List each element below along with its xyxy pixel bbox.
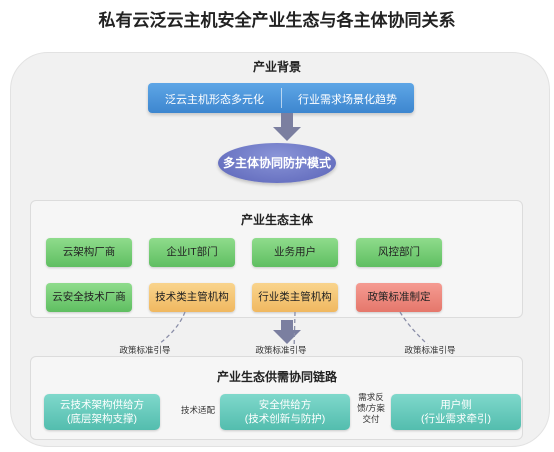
entity-industry-authority: 行业类主管机构 [252, 283, 338, 312]
arrow-stem-middle [281, 320, 293, 332]
entities-heading: 产业生态主体 [240, 213, 313, 227]
background-divider [281, 88, 282, 108]
chain-node-cloud-supplier-line1: 云技术架构供给方 [60, 399, 144, 411]
chain-node-security-supplier-line1: 安全供给方 [258, 399, 312, 411]
diagram-title: 私有云泛云主机安全产业生态与各主体协同关系 [98, 11, 456, 30]
collaborative-defense-mode: 多主体协同防护模式 [218, 143, 336, 183]
arrow-stem-top [281, 113, 293, 127]
chain-heading: 产业生态供需协同链路 [216, 370, 337, 384]
entity-policy-standards: 政策标准制定 [356, 283, 442, 312]
link-demand-feedback: 需求反 馈/方案 交付 [352, 392, 390, 425]
entity-cloud-security-vendor: 云安全技术厂商 [46, 283, 132, 312]
policy-label-right: 政策标准引导 [397, 344, 463, 356]
entity-tech-authority: 技术类主管机构 [149, 283, 235, 312]
chain-node-cloud-supplier: 云技术架构供给方 (底层架构支撑) [44, 394, 160, 430]
link-demand-feedback-line1: 需求反 [358, 392, 384, 402]
policy-label-middle: 政策标准引导 [248, 344, 314, 356]
background-heading: 产业背景 [252, 60, 301, 74]
entity-enterprise-it: 企业IT部门 [149, 238, 235, 267]
link-demand-feedback-line2: 馈/方案 [357, 403, 385, 413]
chain-node-user-side: 用户侧 (行业需求牵引) [391, 394, 521, 430]
background-item-scenario-trend: 行业需求场景化趋势 [298, 94, 397, 106]
arrow-down-icon [273, 127, 301, 141]
chain-node-security-supplier-line2: (技术创新与防护) [244, 413, 326, 425]
chain-node-cloud-supplier-line2: (底层架构支撑) [67, 413, 137, 425]
chain-node-user-side-line2: (行业需求牵引) [421, 413, 491, 425]
entity-risk-control: 风控部门 [356, 238, 442, 267]
entity-business-users: 业务用户 [252, 238, 338, 267]
chain-node-user-side-line1: 用户侧 [440, 399, 472, 411]
link-demand-feedback-line3: 交付 [362, 414, 380, 424]
chain-node-security-supplier: 安全供给方 (技术创新与防护) [220, 394, 350, 430]
entity-cloud-architecture-vendor: 云架构厂商 [46, 238, 132, 267]
policy-label-left: 政策标准引导 [112, 344, 178, 356]
link-tech-adaptation: 技术适配 [177, 404, 219, 416]
background-bar: 泛云主机形态多元化 行业需求场景化趋势 [148, 83, 414, 113]
background-item-diverse-forms: 泛云主机形态多元化 [165, 94, 264, 106]
